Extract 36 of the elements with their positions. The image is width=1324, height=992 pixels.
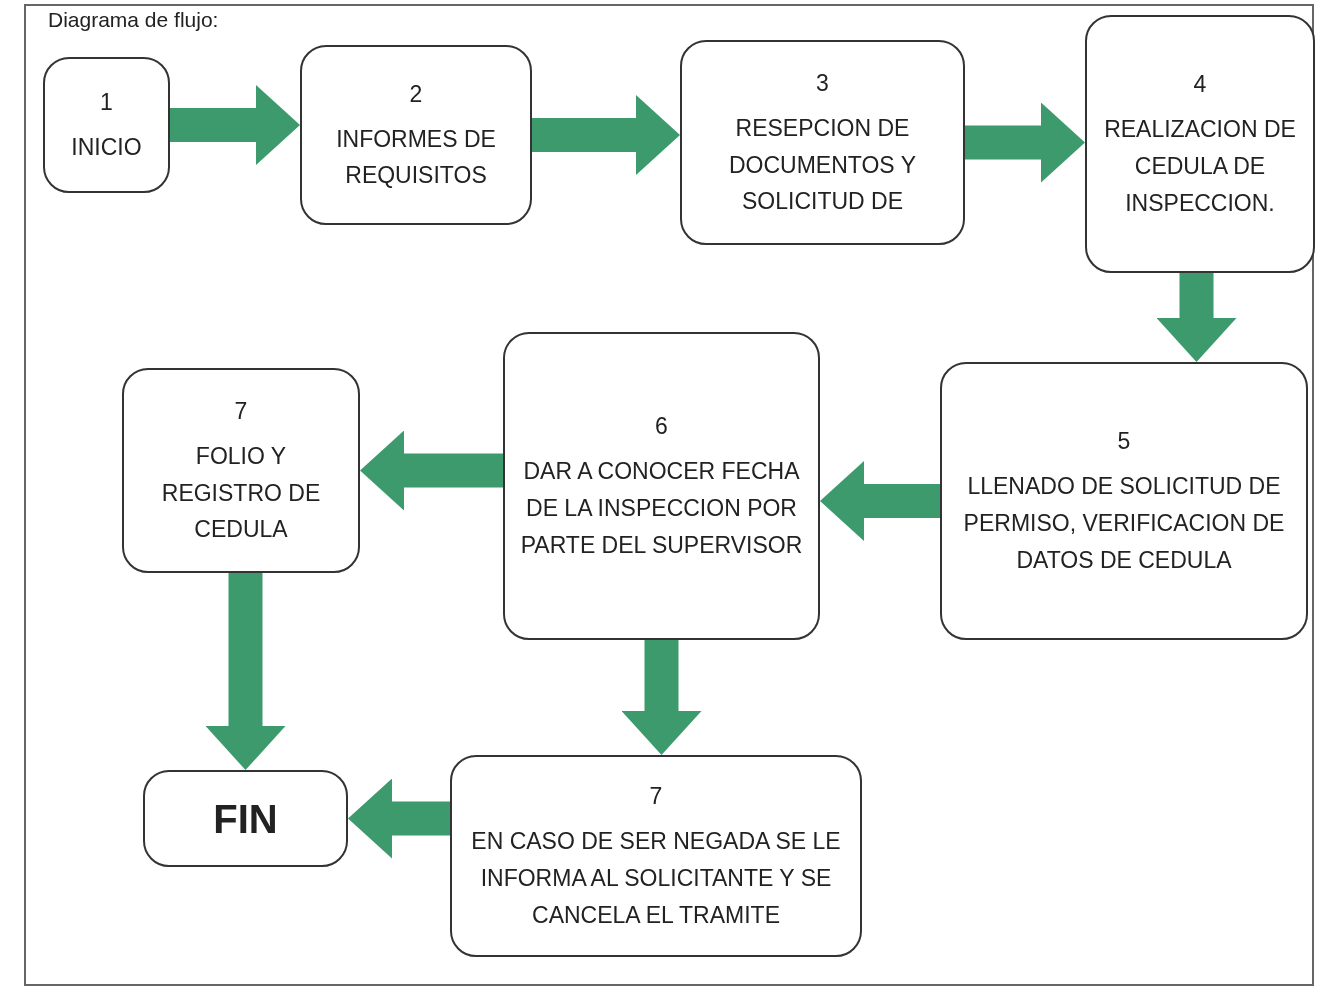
step-text: INICIO [71, 133, 142, 162]
block-arrow [170, 85, 300, 165]
step-number: 4 [1193, 70, 1207, 100]
block-arrow [820, 461, 940, 541]
step-text: FOLIO Y REGISTRO DE CEDULA [160, 441, 322, 545]
process-box [143, 770, 348, 867]
step-number: 2 [409, 79, 423, 109]
step-text: DAR A CONOCER FECHA DE LA INSPECCION POR PARTE DEL SUPERVISOR [519, 457, 804, 560]
diagram-title: Diagrama de flujo: [48, 8, 219, 32]
block-arrow [532, 95, 680, 175]
step-text: INFORMES DE REQUISITOS [335, 124, 497, 191]
step-text: LLENADO DE SOLICITUD DE PERMISO, VERIFICACION DE DATOS DE CEDULA [962, 472, 1286, 575]
step-text: EN CASO DE SER NEGADA SE LE INFORMA AL SOLICITANTE Y SE CANCELA EL TRAMITE [470, 827, 842, 930]
block-arrow [360, 430, 503, 511]
process-box [503, 332, 820, 640]
block-arrow [205, 573, 286, 770]
process-box [1085, 15, 1315, 273]
process-box [300, 45, 532, 225]
block-arrow [621, 640, 702, 755]
step-number: 3 [816, 68, 829, 98]
process-box [122, 368, 360, 573]
step-text: REALIZACION DE CEDULA DE INSPECCION. [1103, 115, 1297, 218]
block-arrow [348, 778, 450, 859]
process-box [450, 755, 862, 957]
step-number: 6 [655, 412, 668, 442]
process-box [43, 57, 170, 193]
block-arrow [965, 102, 1085, 183]
step-number: 5 [1117, 427, 1131, 457]
block-arrow [1156, 273, 1237, 362]
end-label: FIN [213, 795, 278, 843]
step-number: 7 [234, 396, 248, 426]
step-number: 7 [649, 782, 663, 812]
process-box [940, 362, 1308, 640]
step-text: RESEPCION DE DOCUMENTOS Y SOLICITUD DE [728, 113, 917, 217]
process-box [680, 40, 965, 245]
step-number: 1 [100, 88, 113, 118]
